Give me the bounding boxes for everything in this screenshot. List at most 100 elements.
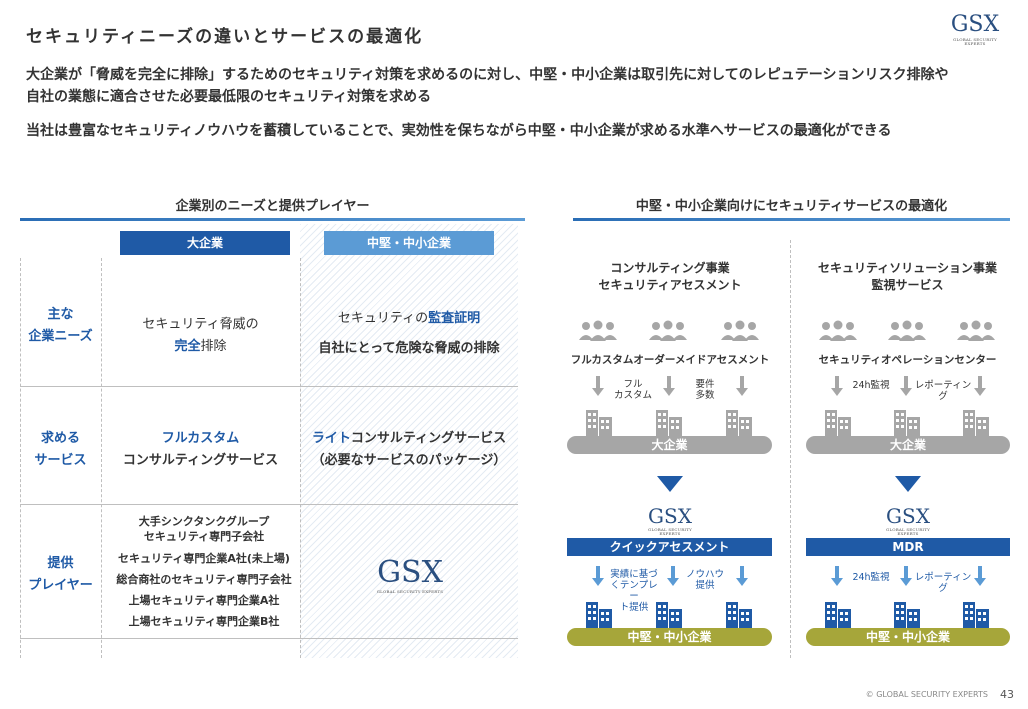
row-label-service-line1: 求める: [40, 431, 80, 446]
consulting-note-c-line3: ト提供: [619, 602, 649, 613]
service-sme: ライトコンサルティングサービス （必要なサービスのパッケージ）: [300, 428, 518, 472]
player-sme-logo-subtext: GLOBAL SECURITY EXPERTS: [376, 589, 444, 594]
service-large-line2: コンサルティングサービス: [122, 453, 279, 468]
gsx-logo: GSX GLOBAL SECURITY EXPERTS: [950, 14, 1000, 46]
building-icon: [961, 600, 991, 632]
needs-large: セキュリティ脅威の 完全排除: [101, 314, 300, 358]
people-icon: [818, 320, 858, 346]
consulting-note-c: 実績に基づ くテンプレー ト提供: [606, 569, 662, 613]
column-header-large: 大企業: [120, 231, 290, 255]
needs-sme-highlight: 監査証明: [428, 311, 481, 326]
people-icon: [578, 320, 618, 346]
grid-line: [300, 258, 301, 658]
solution-note-c: 24h監視: [852, 572, 890, 583]
row-label-player: 提供 プレイヤー: [20, 553, 101, 597]
solution-sub: セキュリティオペレーションセンター: [818, 354, 997, 366]
solution-title: セキュリティソリューション事業 監視サービス: [805, 260, 1010, 294]
consulting-logo-text: GSX: [648, 504, 692, 528]
consulting-large-pill: 大企業: [567, 436, 772, 454]
arrow-down-icon: [663, 376, 675, 400]
service-large-line1: フルカスタム: [161, 431, 240, 446]
building-icon: [823, 408, 853, 440]
service-sme-highlight: ライト: [311, 431, 351, 446]
consulting-note-c-line1: 実績に基づ: [610, 569, 658, 580]
needs-sme: セキュリティの監査証明 自社にとって危険な脅威の排除: [300, 304, 518, 364]
arrow-down-icon: [974, 376, 986, 400]
column-divider: [790, 240, 791, 658]
consulting-note-c-line2: くテンプレー: [610, 580, 658, 602]
consulting-sub: フルカスタムオーダーメイドアセスメント: [570, 354, 770, 366]
row-label-needs-line1: 主な: [47, 307, 74, 322]
people-icon: [956, 320, 996, 346]
consulting-note-d: ノウハウ 提供: [682, 569, 728, 591]
people-icon: [887, 320, 927, 346]
building-icon: [654, 408, 684, 440]
sme-column-background: [300, 224, 518, 658]
consulting-note-a-line2: カスタム: [613, 390, 652, 401]
service-sme-line1: ライトコンサルティングサービス: [300, 428, 518, 450]
building-icon: [892, 408, 922, 440]
row-divider: [20, 504, 518, 505]
consulting-title-line2: セキュリティアセスメント: [598, 278, 742, 292]
arrow-down-icon: [974, 566, 986, 590]
right-section-title: 中堅・中小企業向けにセキュリティサービスの最適化: [635, 199, 948, 214]
player-item: セキュリティ専門子会社: [143, 530, 265, 543]
right-section-underline: [573, 218, 1010, 221]
column-header-sme: 中堅・中小企業: [324, 231, 494, 255]
lead-line-1: 大企業が「脅威を完全に排除」するためのセキュリティ対策を求めるのに対し、中堅・中…: [26, 67, 949, 83]
triangle-down-icon: [895, 476, 921, 496]
arrow-down-icon: [736, 376, 748, 400]
lead-line-3: 当社は豊富なセキュリティノウハウを蓄積していることで、実効性を保ちながら中堅・中…: [26, 123, 892, 139]
consulting-note-d-line2: 提供: [695, 580, 715, 591]
building-icon: [892, 600, 922, 632]
player-item: 上場セキュリティ専門企業B社: [128, 615, 280, 628]
solution-note-b: レポーティング: [914, 380, 972, 402]
player-large-list: 大手シンクタンクグループ セキュリティ専門子会社 セキュリティ専門企業A社(未上…: [101, 514, 307, 629]
needs-sme-prefix: セキュリティの: [337, 311, 429, 326]
service-large: フルカスタム コンサルティングサービス: [101, 428, 300, 472]
solution-large-pill: 大企業: [806, 436, 1010, 454]
gsx-logo-subtext: GLOBAL SECURITY EXPERTS: [953, 37, 997, 46]
solution-gsx-logo: GSX GLOBAL SECURITY EXPERTS: [883, 506, 933, 536]
service-sme-line2: （必要なサービスのパッケージ）: [311, 453, 507, 468]
consulting-note-b-line1: 要件: [695, 379, 715, 390]
slide-title: セキュリティニーズの違いとサービスの最適化: [26, 27, 424, 47]
grid-line: [20, 258, 21, 658]
quick-assessment-bar: クイックアセスメント: [567, 538, 772, 556]
arrow-down-icon: [592, 376, 604, 400]
arrow-down-icon: [736, 566, 748, 590]
solution-note-a: 24h監視: [852, 380, 890, 391]
row-divider: [20, 638, 518, 639]
grid-line: [101, 258, 102, 658]
arrow-down-icon: [831, 566, 843, 590]
building-icon: [584, 408, 614, 440]
building-icon: [823, 600, 853, 632]
row-divider: [20, 386, 518, 387]
player-sme-logo-text: GSX: [377, 555, 443, 590]
consulting-sme-pill: 中堅・中小企業: [567, 628, 772, 646]
consulting-title-line1: コンサルティング事業: [610, 261, 730, 275]
triangle-down-icon: [657, 476, 683, 496]
solution-title-line1: セキュリティソリューション事業: [817, 261, 998, 275]
player-sme-gsx-logo: GSX GLOBAL SECURITY EXPERTS: [370, 558, 450, 594]
mdr-bar: MDR: [806, 538, 1010, 556]
player-item: 大手シンクタンクグループ: [138, 515, 270, 528]
consulting-note-b-line2: 多数: [695, 390, 715, 401]
row-label-player-line1: 提供: [47, 556, 74, 571]
service-sme-rest: コンサルティングサービス: [350, 431, 507, 446]
consulting-gsx-logo: GSX GLOBAL SECURITY EXPERTS: [645, 506, 695, 536]
consulting-note-b: 要件 多数: [680, 379, 730, 401]
building-icon: [961, 408, 991, 440]
needs-large-highlight: 完全: [174, 339, 201, 354]
arrow-down-icon: [900, 376, 912, 400]
solution-title-line2: 監視サービス: [871, 278, 944, 292]
people-icon: [648, 320, 688, 346]
page-number: 43: [1000, 688, 1014, 701]
player-item: 総合商社のセキュリティ専門子会社: [116, 573, 292, 586]
consulting-note-a: フル カスタム: [608, 379, 658, 401]
solution-logo-subtext: GLOBAL SECURITY EXPERTS: [886, 527, 930, 536]
building-icon: [724, 600, 754, 632]
needs-large-line2: 完全排除: [101, 336, 300, 358]
footer-copyright: © GLOBAL SECURITY EXPERTS: [865, 690, 988, 699]
arrow-down-icon: [592, 566, 604, 590]
